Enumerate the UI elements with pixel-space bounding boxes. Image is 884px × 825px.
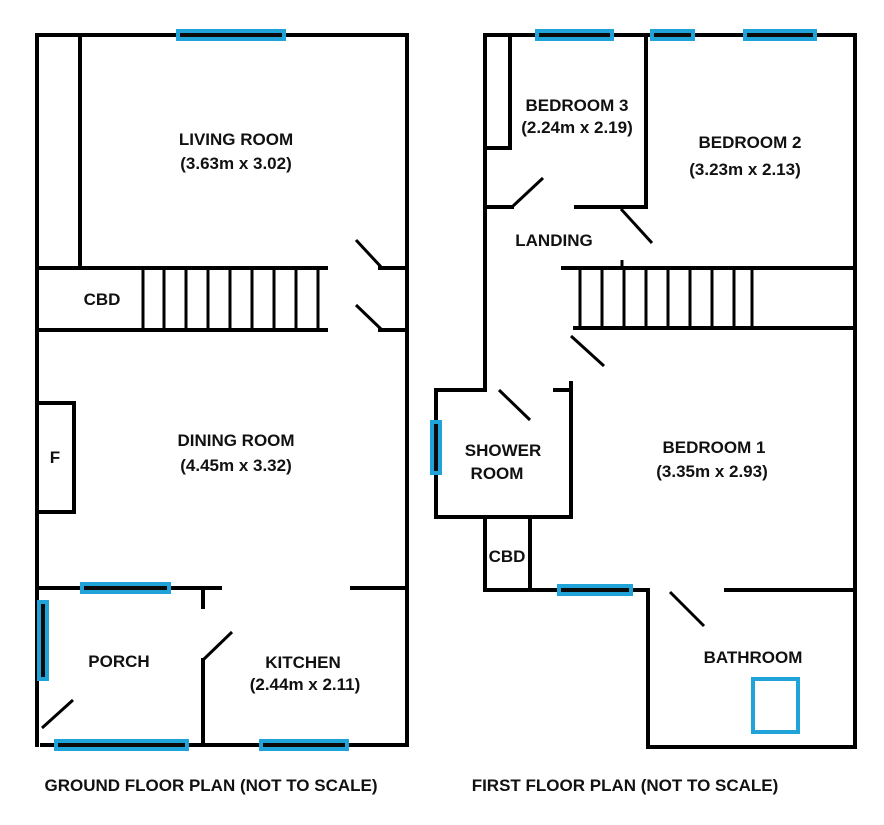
ground-floor-caption: GROUND FLOOR PLAN (NOT TO SCALE) bbox=[44, 776, 377, 795]
fireplace bbox=[35, 401, 76, 514]
first-floor-plan: BEDROOM 3 (2.24m x 2.19) BEDROOM 2 (3.23… bbox=[430, 29, 857, 795]
first-windows bbox=[430, 29, 817, 596]
bedroom1-label: BEDROOM 1 bbox=[663, 438, 766, 457]
first-floor-caption: FIRST FLOOR PLAN (NOT TO SCALE) bbox=[472, 776, 779, 795]
bedroom3-label: BEDROOM 3 bbox=[526, 96, 629, 115]
porch-label: PORCH bbox=[88, 652, 149, 671]
ground-floor-plan: LIVING ROOM (3.63m x 3.02) CBD DINING RO… bbox=[35, 29, 409, 795]
living-room-door bbox=[354, 238, 384, 270]
shower-room-label-line1: SHOWER bbox=[465, 441, 542, 460]
bedroom2-dims: (3.23m x 2.13) bbox=[689, 160, 801, 179]
dining-room-label: DINING ROOM bbox=[177, 431, 294, 450]
kitchen-label: KITCHEN bbox=[265, 653, 341, 672]
shower-room-label-line2: ROOM bbox=[471, 464, 524, 483]
bedroom1-door bbox=[569, 334, 606, 368]
ground-staircase bbox=[141, 268, 320, 330]
landing-label: LANDING bbox=[515, 231, 592, 250]
dining-room-door bbox=[354, 303, 384, 332]
ground-windows bbox=[37, 29, 349, 751]
bathroom-label: BATHROOM bbox=[704, 648, 803, 667]
bedroom2-door bbox=[619, 207, 654, 245]
fireplace-label: F bbox=[50, 448, 60, 467]
living-room-dims: (3.63m x 3.02) bbox=[180, 154, 292, 173]
living-room-label: LIVING ROOM bbox=[179, 130, 293, 149]
bedroom3-dims: (2.24m x 2.19) bbox=[521, 118, 633, 137]
first-staircase bbox=[578, 268, 754, 328]
bedroom3-door bbox=[510, 176, 545, 209]
first-cbd-label: CBD bbox=[489, 547, 526, 566]
bedroom2-label: BEDROOM 2 bbox=[699, 133, 802, 152]
ground-cbd-label: CBD bbox=[84, 290, 121, 309]
shower-room-door bbox=[497, 388, 532, 422]
bedroom1-dims: (3.35m x 2.93) bbox=[656, 462, 768, 481]
bathroom-door bbox=[668, 590, 706, 628]
bath-tray bbox=[751, 677, 800, 734]
kitchen-dims: (2.44m x 2.11) bbox=[250, 675, 361, 694]
porch-front-door bbox=[40, 698, 75, 730]
dining-room-dims: (4.45m x 3.32) bbox=[180, 456, 292, 475]
kitchen-door bbox=[201, 630, 234, 662]
